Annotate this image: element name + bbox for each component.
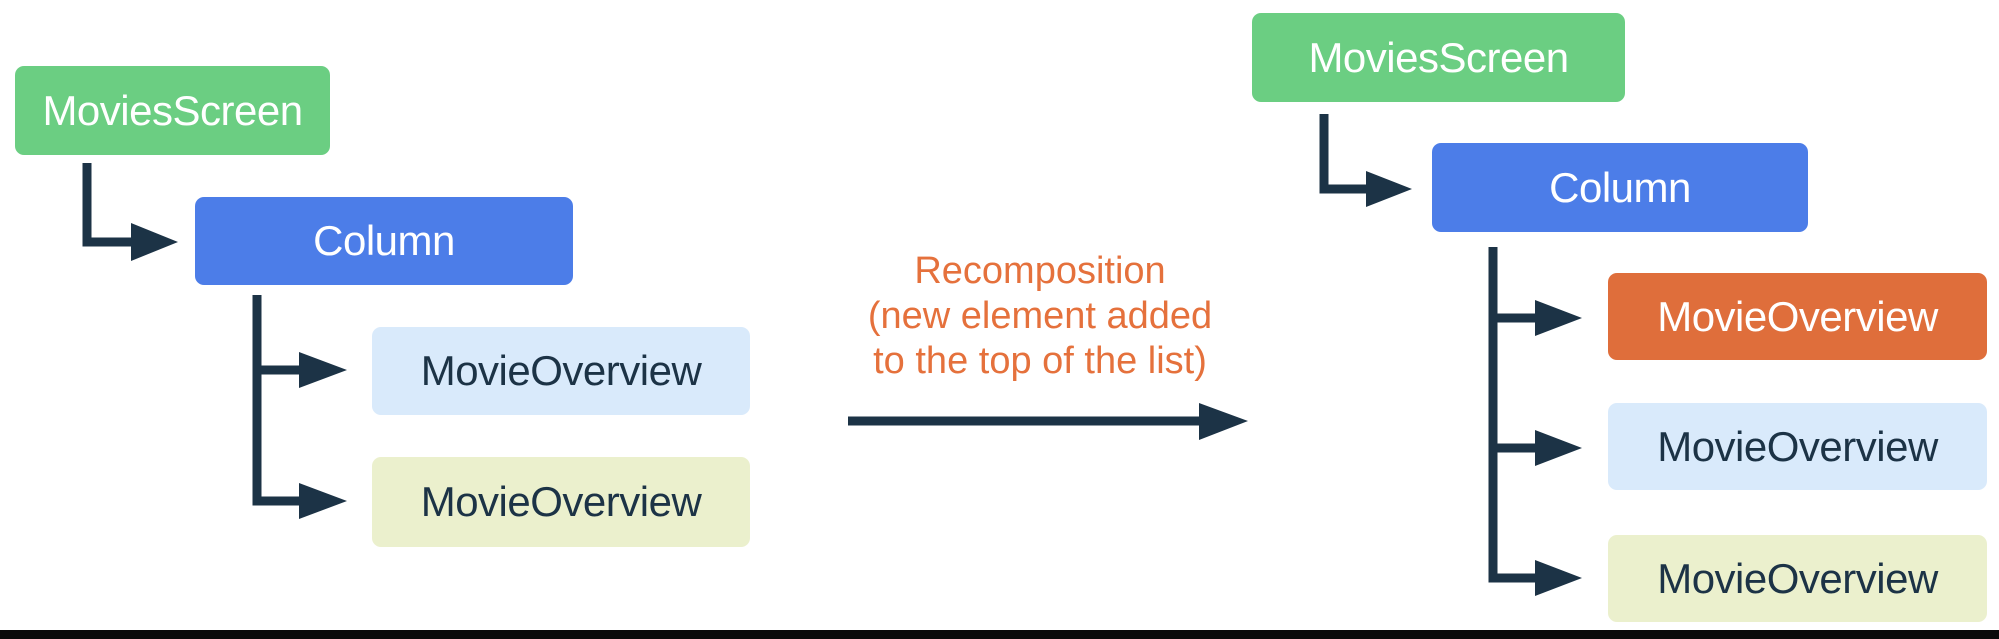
node-label: MovieOverview xyxy=(1657,422,1938,470)
left-tree-column-node: Column xyxy=(195,197,573,285)
recomposition-arrowhead-icon xyxy=(1199,403,1248,440)
left-branch-1-arrowhead-icon xyxy=(299,352,347,388)
node-label: Column xyxy=(1549,163,1691,211)
node-label: MovieOverview xyxy=(420,347,702,394)
right-tree-column-node: Column xyxy=(1432,143,1808,232)
node-label: Column xyxy=(313,217,455,264)
right-tree-moviesscreen-node: MoviesScreen xyxy=(1252,13,1625,102)
annotation-line-1: Recomposition xyxy=(914,250,1166,292)
node-label: MovieOverview xyxy=(1657,554,1938,602)
node-label: MovieOverview xyxy=(420,478,702,525)
bottom-divider xyxy=(0,630,1999,639)
right-tree-movieoverview-new-node: MovieOverview xyxy=(1608,273,1987,360)
right-tree-movieoverview-3-node: MovieOverview xyxy=(1608,535,1987,622)
left-elbow-connector-line xyxy=(82,163,131,247)
right-branch-2-arrowhead-icon xyxy=(1535,430,1582,466)
left-branch-2-arrowhead-icon xyxy=(299,483,347,519)
right-tree-movieoverview-2-node: MovieOverview xyxy=(1608,403,1987,490)
right-branch-3-arrowhead-icon xyxy=(1535,560,1582,596)
right-elbow-arrowhead-icon xyxy=(1366,171,1412,207)
right-branch-1-arrowhead-icon xyxy=(1535,300,1582,336)
recomposition-annotation: Recomposition (new element added to the … xyxy=(820,249,1260,384)
left-tree-moviesscreen-node: MoviesScreen xyxy=(15,66,330,155)
right-trunk-connector-line xyxy=(1488,247,1537,583)
node-label: MoviesScreen xyxy=(1308,33,1569,81)
right-elbow-connector-line xyxy=(1319,114,1368,194)
left-elbow-arrowhead-icon xyxy=(131,223,178,261)
annotation-line-2: (new element added xyxy=(867,295,1213,337)
node-label: MoviesScreen xyxy=(42,86,303,134)
node-label: MovieOverview xyxy=(1657,292,1938,340)
annotation-line-3: to the top of the list) xyxy=(873,340,1207,382)
left-tree-movieoverview-1-node: MovieOverview xyxy=(372,327,750,415)
left-tree-movieoverview-2-node: MovieOverview xyxy=(372,457,750,547)
left-trunk-connector-line xyxy=(252,295,300,506)
